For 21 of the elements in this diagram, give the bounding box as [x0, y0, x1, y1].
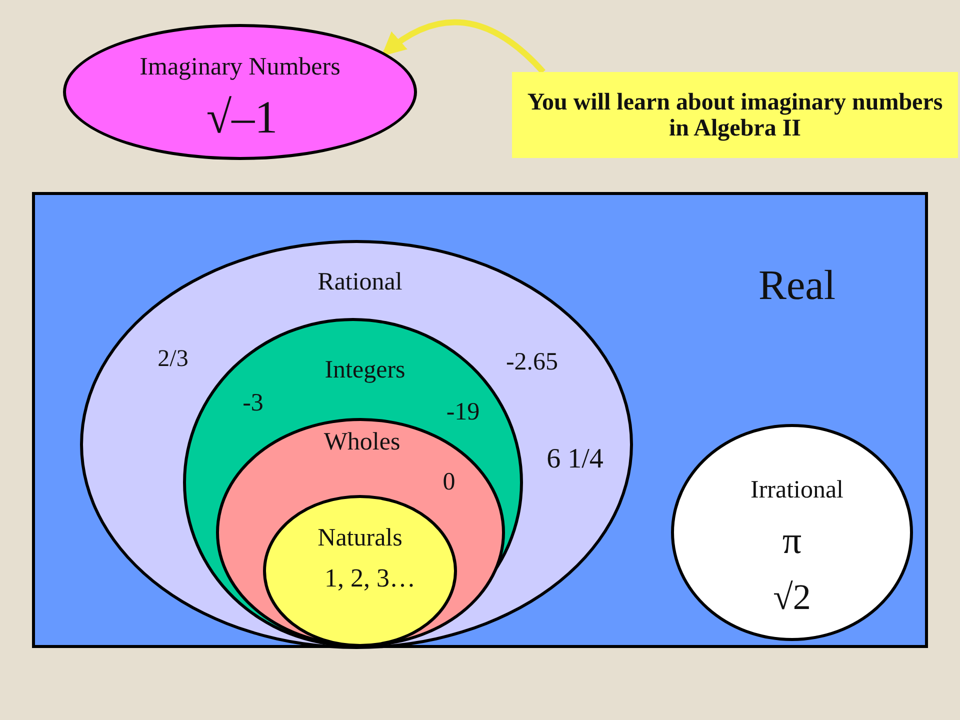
note-text: You will learn about imaginary numbers in Algebra II — [526, 90, 944, 142]
set-label: Wholes — [324, 428, 400, 456]
number-label: -19 — [446, 398, 480, 426]
set-label: Naturals — [318, 524, 402, 552]
math-expression: π — [782, 521, 802, 563]
real-rectangle — [32, 192, 928, 648]
math-expression: √–1 — [206, 92, 278, 144]
number-label: 6 1/4 — [546, 444, 604, 476]
number-label: -2.65 — [506, 348, 558, 376]
set-label: Real — [758, 262, 836, 310]
number-label: 1, 2, 3… — [324, 564, 416, 594]
note-box — [512, 72, 958, 158]
set-label: Irrational — [750, 476, 844, 504]
set-label: Rational — [318, 268, 402, 296]
set-label: Imaginary Numbers — [140, 53, 340, 81]
curved-arrow — [381, 19, 546, 74]
set-label: Integers — [324, 356, 406, 384]
number-label: 2/3 — [158, 346, 188, 372]
math-expression: √2 — [773, 578, 811, 618]
number-label: -3 — [242, 389, 264, 417]
number-label: 0 — [442, 468, 456, 496]
